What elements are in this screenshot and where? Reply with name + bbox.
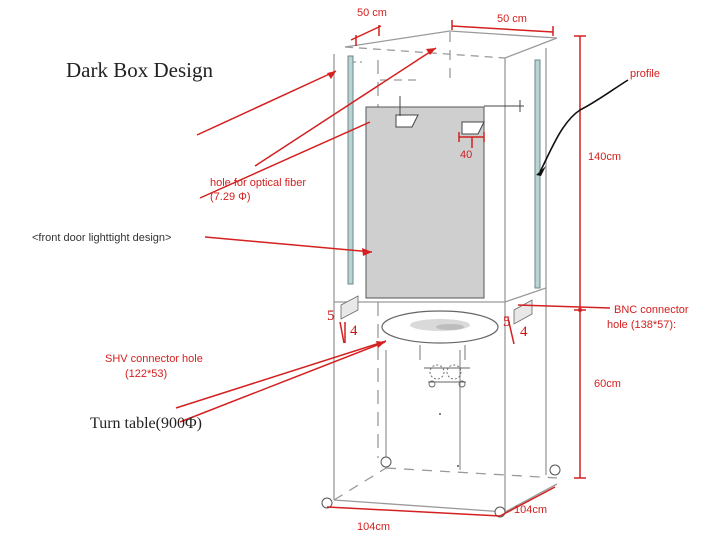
turn-table-mechanism [424,364,470,388]
label-leg-height: 60cm [594,378,621,390]
label-bottom-right: 104cm [514,504,547,516]
label-top-width-1: 50 cm [357,7,387,19]
label-shv-line2: (122*53) [125,368,167,380]
wheel-back-right [549,464,561,476]
label-turn-table: Turn table(900Φ) [90,415,202,432]
front-door-panel [365,106,485,299]
profile-arrow [539,79,629,173]
label-num-5-left: 5 [327,308,335,324]
annotation-lines [175,20,611,517]
bnc-connector-block [513,299,533,325]
label-bnc-line2: hole (138*57): [607,319,676,331]
label-top-width-2: 50 cm [497,13,527,25]
label-fiber-hole-line1: hole for optical fiber [210,177,306,189]
arrowheads [327,48,582,348]
label-profile: profile [630,68,660,80]
door-brackets [395,96,524,135]
turn-table [381,310,499,388]
left-profile-bar [347,55,354,285]
label-hole-width: 40 [460,149,472,161]
shv-connector-block [340,295,359,320]
wheels [321,456,561,518]
box-frame [333,30,558,513]
label-num-5-right: 5 [503,314,511,330]
label-num-4-left: 4 [350,323,358,339]
label-bnc-line1: BNC connector [614,304,689,316]
label-front-door: <front door lighttight design> [32,232,171,244]
label-height: 140cm [588,151,621,163]
diagram-title: Dark Box Design [66,58,213,82]
label-bottom-left: 104cm [357,521,390,533]
label-num-4-right: 4 [520,324,528,340]
wheel-front-left [321,497,333,509]
wheel-back-left [380,456,392,468]
label-shv-line1: SHV connector hole [105,353,203,365]
label-fiber-hole-line2: (7.29 Φ) [210,191,251,203]
